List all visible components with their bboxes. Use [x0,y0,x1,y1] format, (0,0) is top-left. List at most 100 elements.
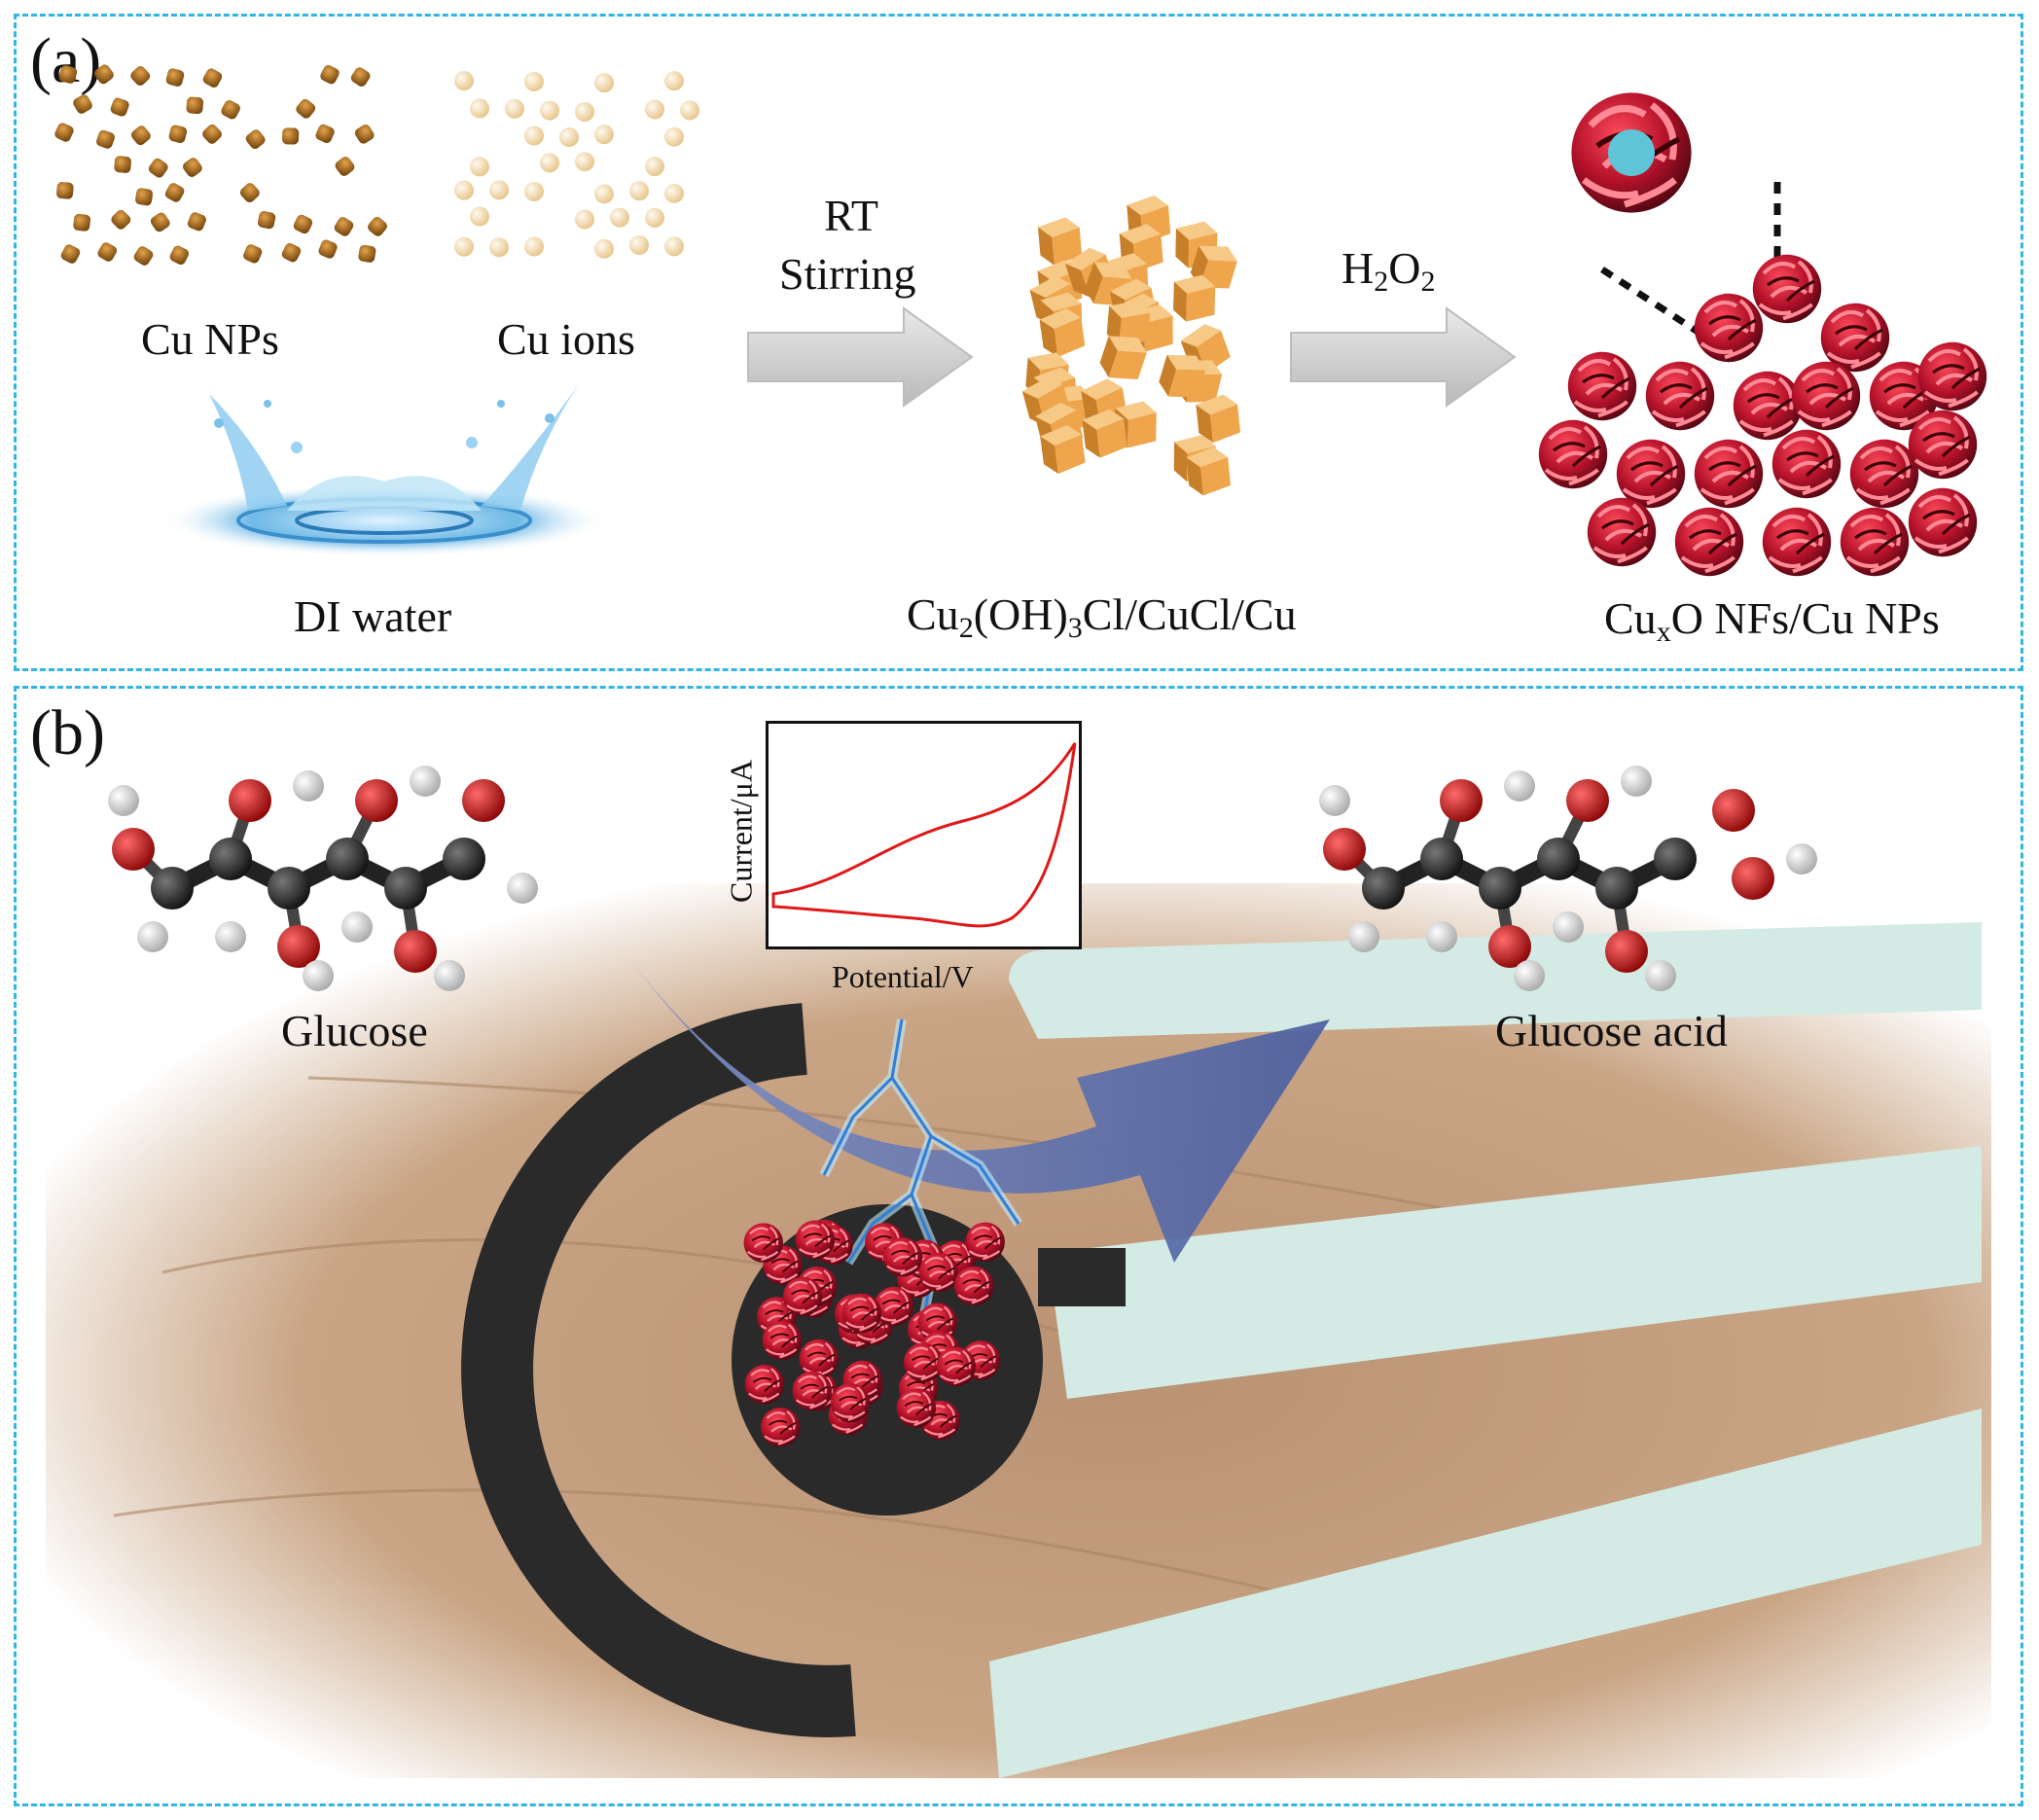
hydrogen-atom [1514,960,1545,991]
cu-ion [524,125,544,146]
oxygen-atom [1605,930,1648,973]
cu-nanoparticle [168,125,188,143]
cu-nanoparticle [114,156,131,173]
water-splash-illustration [161,384,608,557]
panel-a: (a) Cu NPs Cu ions DI water RT Stirring … [14,14,2023,671]
cu-ions-illustration [454,71,699,259]
oxygen-atom [1712,789,1755,832]
cu-nanoparticle [164,183,185,202]
cu-nanoparticle [165,68,185,87]
nanoflower [1760,505,1834,579]
cu-nps-label: Cu NPs [141,314,279,364]
arrow1-text-stirring: Stirring [779,249,916,299]
electrode-nanoflower [794,1219,837,1262]
oxygen-atom [1440,779,1483,822]
cu-nanoparticle [54,123,74,142]
cu-nanoparticle [73,213,91,232]
cu-ion [594,73,614,93]
carbon-atom [1479,867,1521,910]
cu-ion [664,71,684,91]
cu-nanoparticle [318,239,338,259]
cu-nanoparticle [130,125,151,146]
electrode-nanoflower [742,1222,785,1265]
nanoflower [1770,427,1843,501]
cu-nanoparticle [60,244,81,264]
hydrogen-atom [341,911,373,943]
cu-nanoparticle [296,98,316,119]
cu-nanoparticle [350,67,371,87]
cube-cluster-illustration [1020,194,1241,497]
nanoflower [1838,505,1912,579]
hydrogen-atom [410,766,441,797]
cu-nanoparticle [221,100,240,120]
cu-ion [629,235,649,256]
cu-nanoparticle [239,183,260,203]
cu-nanoparticle [186,96,204,115]
carbon-atom [1537,838,1580,880]
cu-nanoparticle [368,216,387,236]
carbon-atom [151,867,194,910]
cu-ion [680,100,699,121]
cu-nanoparticle [148,158,168,178]
hydrogen-atom [215,921,246,952]
process-arrow-2 [1290,306,1517,408]
nanoflower [1643,359,1717,433]
cu-nanoparticle [133,246,154,266]
glucose-acid-label: Glucose acid [1495,1006,1728,1055]
cu-ion [454,236,474,257]
cu-nanoparticle [320,64,340,85]
cu-nanoparticle [257,211,276,230]
cu-nanoparticle [135,188,154,206]
hydrogen-atom [1319,785,1350,816]
electrode-nanoflower [935,1345,978,1388]
cu-nanoparticle [183,158,202,177]
glucose-molecule-illustration [108,766,538,991]
hydrogen-atom [1504,770,1535,802]
cu-nanoparticle [202,68,223,88]
glucose-label: Glucose [281,1006,428,1055]
carbon-atom [384,867,427,910]
carbon-atom [326,838,369,880]
glucose-acid-molecule-illustration [1319,766,1817,991]
cu-ion [540,153,559,173]
electrode-nanoflower [841,1292,883,1335]
nanoflower [1750,252,1824,326]
nanoflower [1536,417,1610,491]
electrode-nanoflower [791,1370,834,1412]
hydrogen-atom [434,960,465,991]
cu-ion [664,126,684,147]
hydrogen-atom [1786,843,1817,874]
carbon-atom [268,867,310,910]
electrode-nanoflower [829,1381,872,1424]
reaction-curved-arrow [610,932,1330,1263]
oxygen-atom [277,925,320,968]
nanoflower [1818,301,1892,375]
hydrogen-atom [293,770,324,802]
electrode-nanoflower [895,1387,938,1429]
cu-nanoparticle [315,124,335,143]
electrode-nanoflower [781,1275,824,1318]
panel-b: (b) Glucose Glucose acid Current/μA Pote… [14,686,2023,1806]
electrode-nanoflower [917,1251,960,1294]
cu-ion [610,207,629,228]
cu-ion [524,236,544,257]
cu-ion [575,152,594,172]
cv-xlabel: Potential/V [832,959,974,994]
cu-nanoparticle [293,214,313,234]
oxygen-atom [1488,925,1531,968]
cu-nanoparticle [202,124,222,144]
electrode-nanoflower [759,1406,802,1448]
cv-loop [771,742,1077,928]
cu-nanoparticles-illustration [54,64,387,266]
cu-ion [645,157,664,177]
oxygen-atom [355,779,398,822]
cu-ion [524,181,544,201]
oxygen-atom [112,828,155,871]
cu-nanoparticle [94,64,114,85]
hydrogen-atom [303,960,334,991]
cu-nanoparticle [58,65,78,84]
arrow2-text-h2o2: H2O2 [1341,243,1436,298]
cu-ion [575,209,594,230]
carbon-atom [443,838,485,880]
hydrogen-atom [1348,921,1379,952]
